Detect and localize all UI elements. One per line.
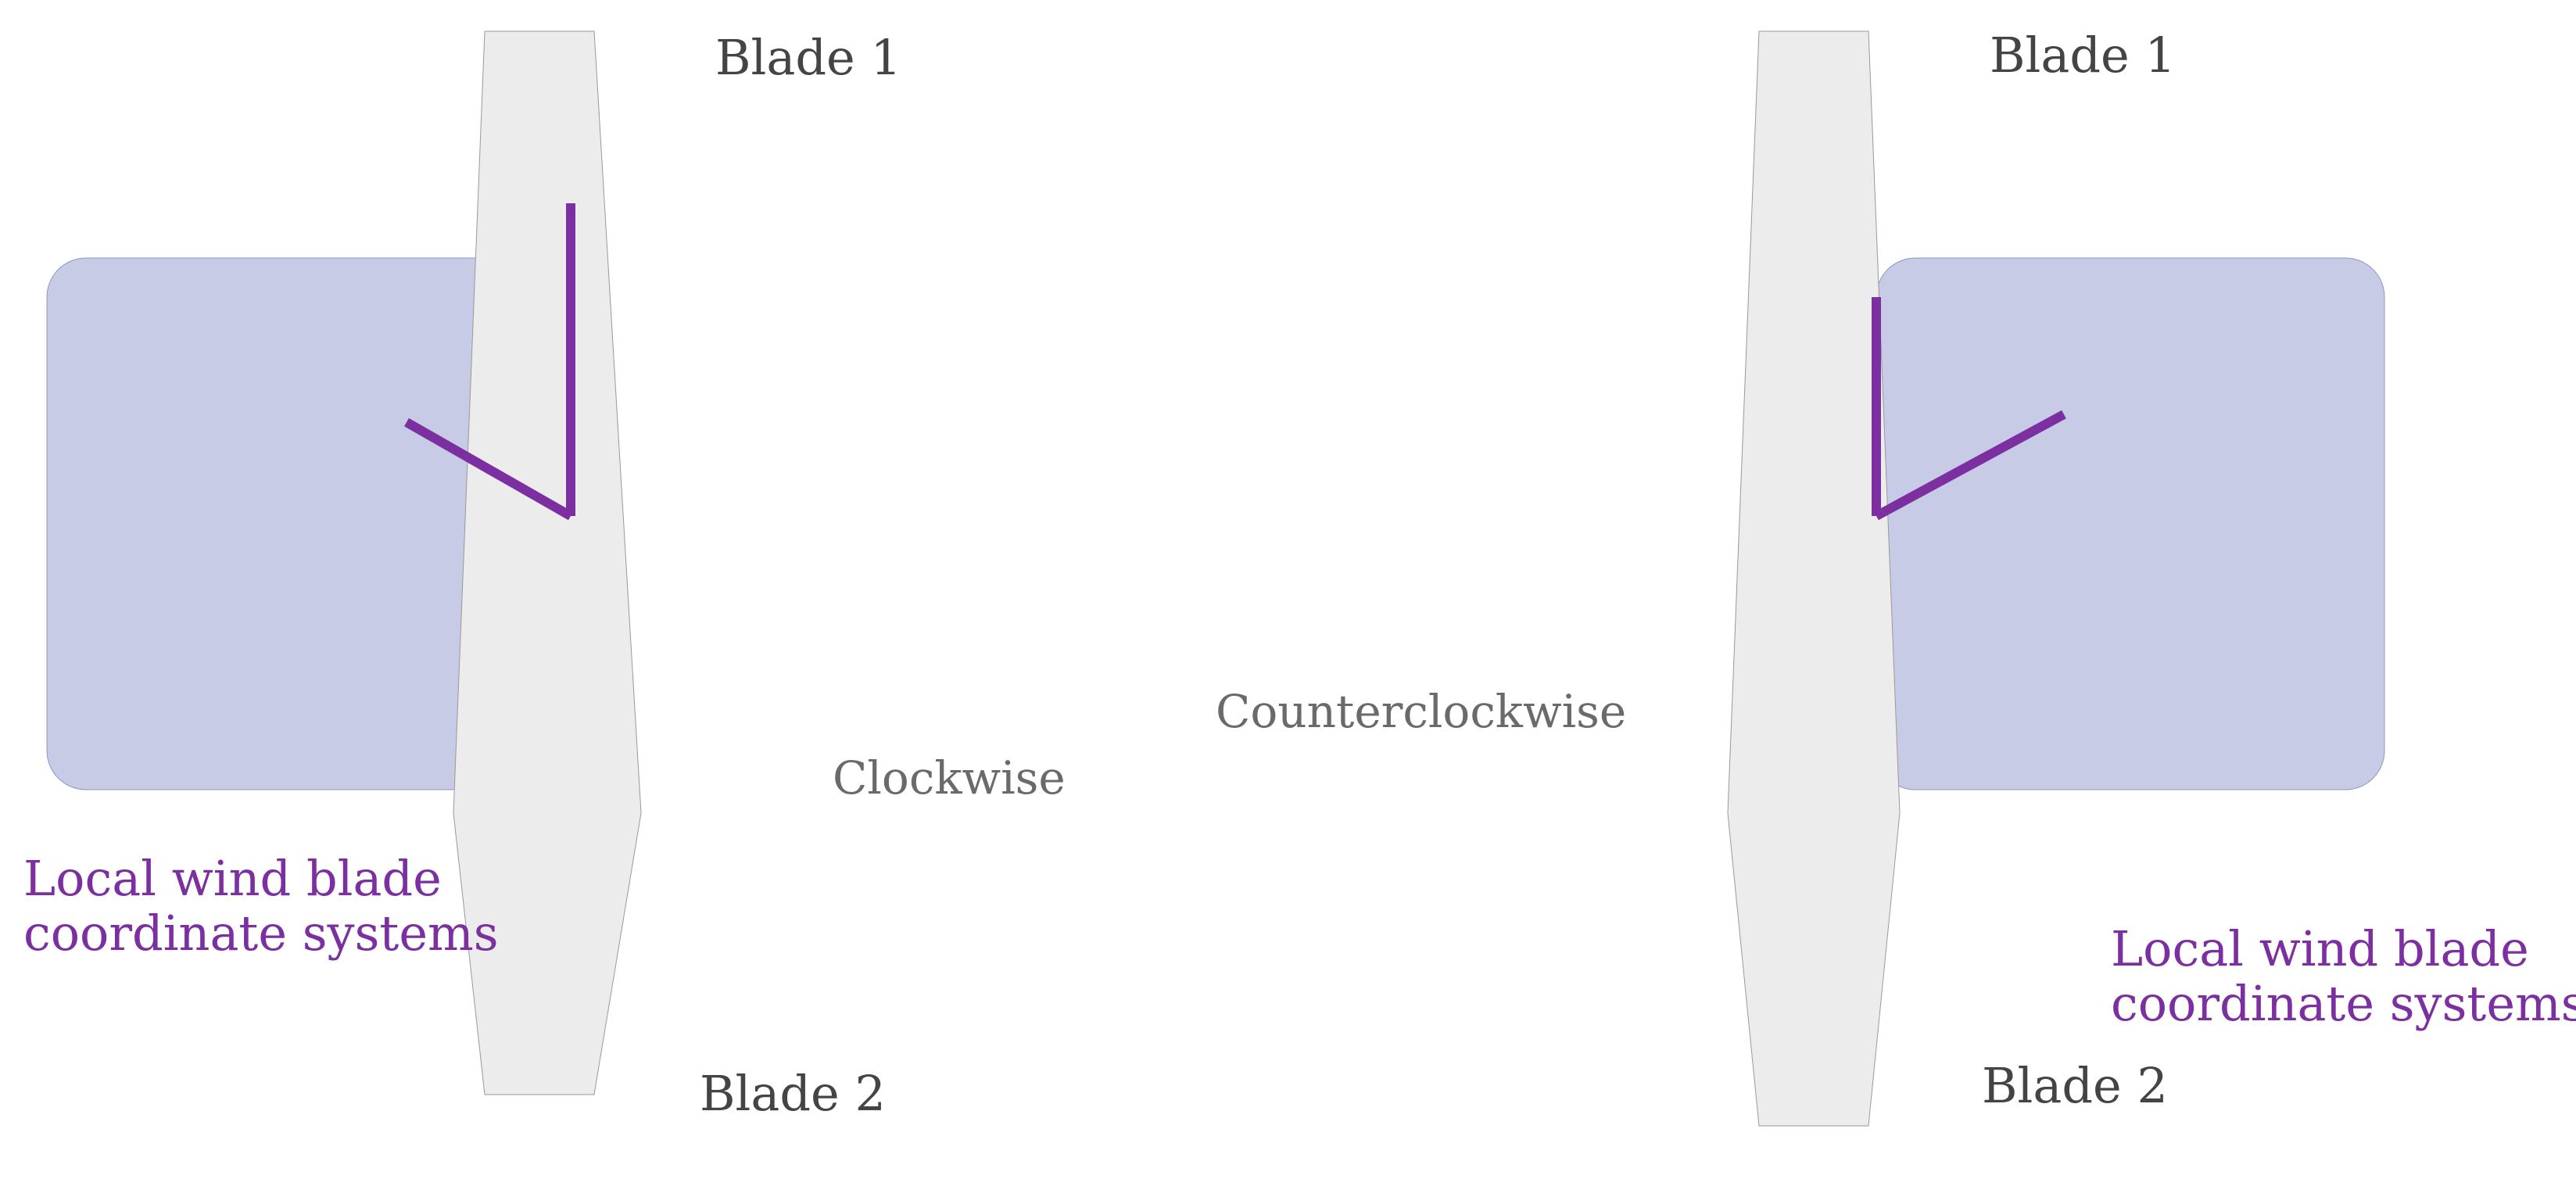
right-nacelle bbox=[1876, 257, 2385, 790]
left-caption-line-1: Local wind blade bbox=[23, 850, 442, 907]
right-direction-label: Counterclockwise bbox=[1216, 685, 1626, 738]
left-caption-line-2: coordinate systems bbox=[23, 905, 499, 962]
right-blades bbox=[1727, 30, 1901, 1127]
left-x1-axis bbox=[404, 418, 573, 521]
right-caption-line-1: Local wind blade bbox=[2111, 920, 2529, 977]
right-blade-2-label: Blade 2 bbox=[1982, 1057, 2168, 1114]
left-view: Blade 1 Blade 2 Clockwise Local wind bla… bbox=[23, 29, 1066, 1122]
left-direction-label: Clockwise bbox=[833, 751, 1066, 805]
right-caption-line-2: coordinate systems bbox=[2111, 975, 2576, 1032]
left-blades bbox=[453, 30, 642, 1095]
right-x1-axis bbox=[1874, 410, 2066, 521]
right-view: Blade 1 Blade 2 Counterclockwise Local w… bbox=[1216, 27, 2576, 1127]
right-blade-1-label: Blade 1 bbox=[1990, 27, 2176, 84]
left-blade-1-label: Blade 1 bbox=[715, 29, 901, 86]
left-blade-2-label: Blade 2 bbox=[700, 1065, 886, 1122]
